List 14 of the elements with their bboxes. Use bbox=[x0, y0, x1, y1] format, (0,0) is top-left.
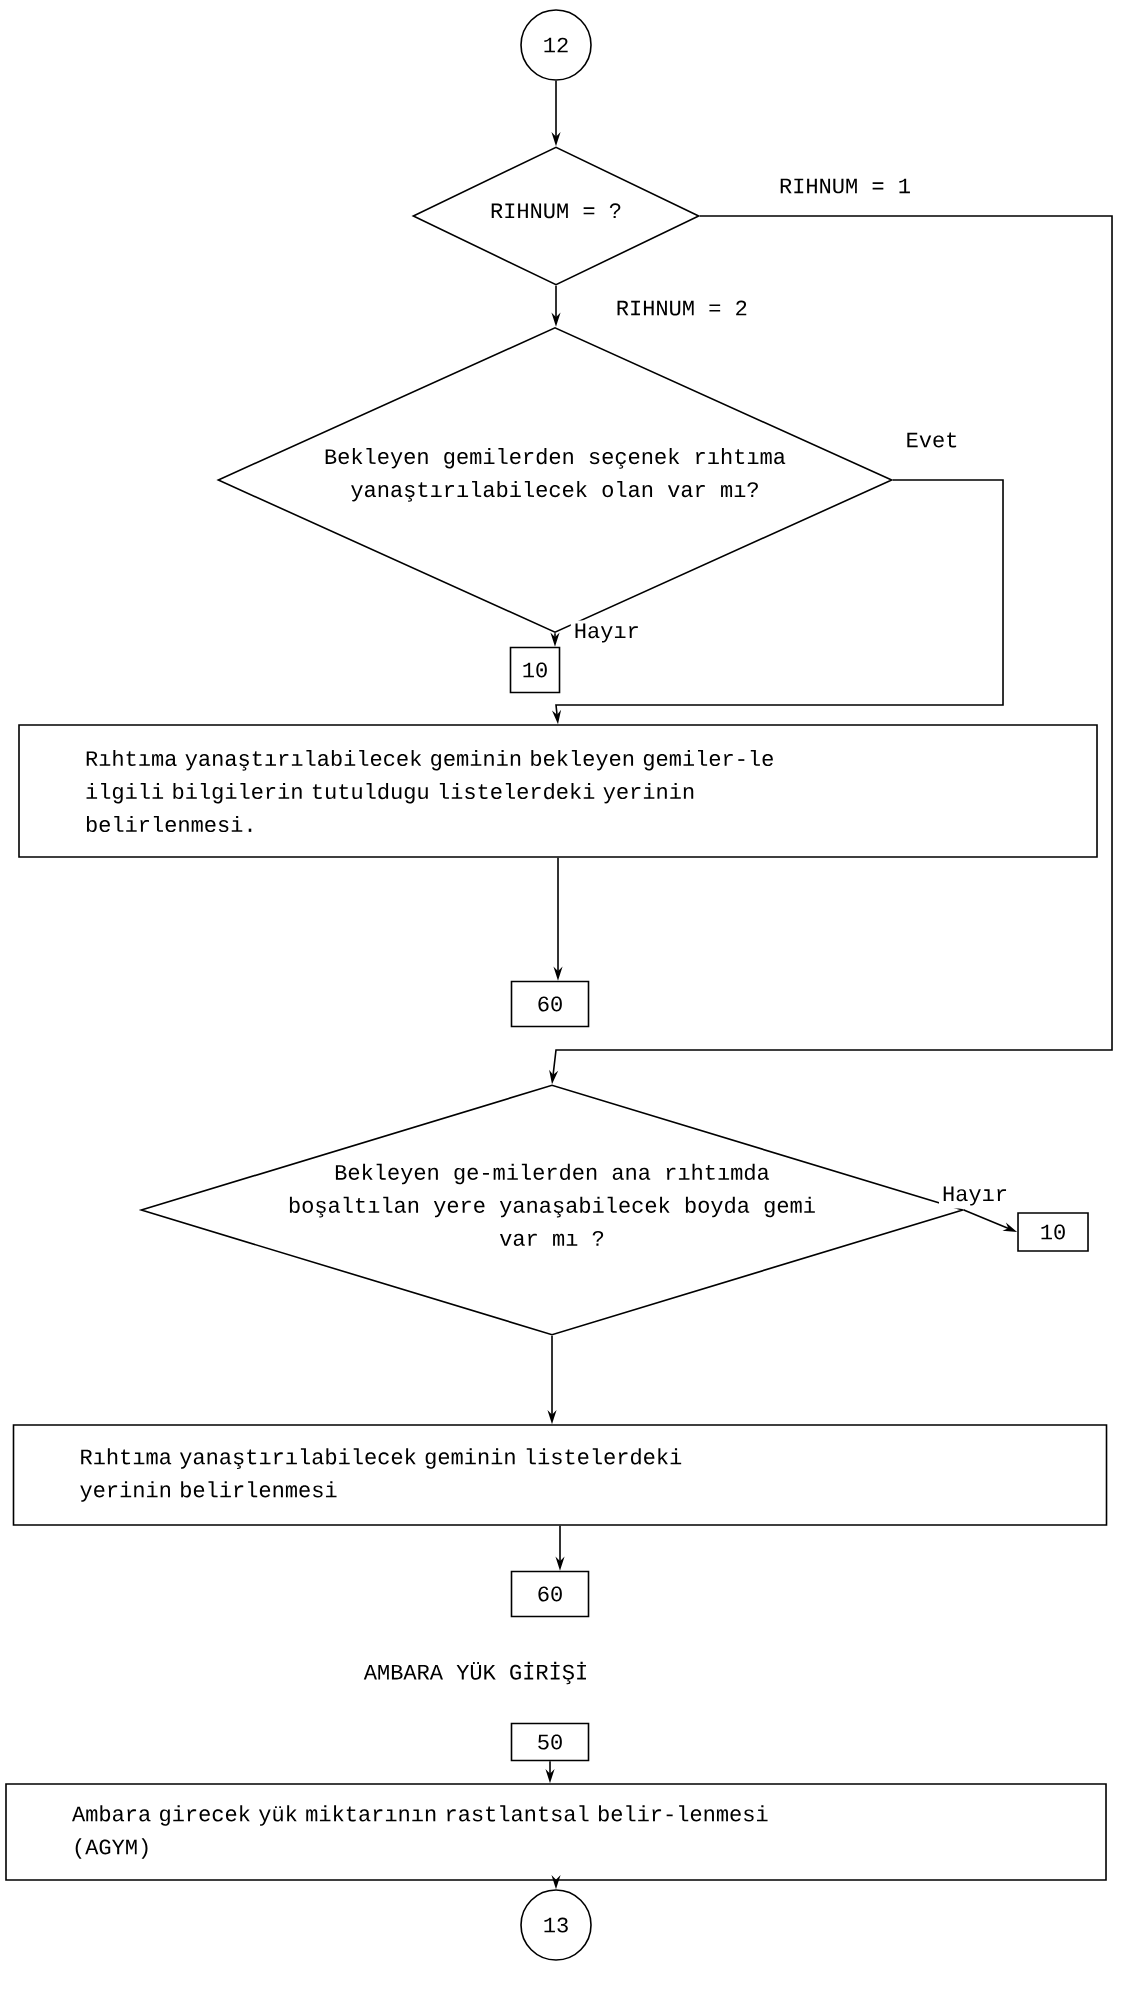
reference-box: 10 bbox=[1017, 1212, 1089, 1252]
section-heading: AMBARA YÜK GİRİŞİ bbox=[363, 1661, 586, 1685]
reference-box: 10 bbox=[509, 646, 561, 694]
reference-box: 60 bbox=[510, 980, 590, 1028]
edge-label: Evet bbox=[902, 429, 962, 451]
reference-box: 60 bbox=[510, 1570, 590, 1618]
edge-label: Hayır bbox=[570, 620, 643, 646]
process-box: Ambara girecek yük miktarının rastlantsal belir-lenmesi (AGYM) bbox=[5, 1783, 1107, 1881]
reference-box: 50 bbox=[510, 1722, 590, 1762]
edge-label: Hayır bbox=[939, 1183, 1011, 1209]
edge-label: RIHNUM = 1 bbox=[776, 175, 914, 197]
process-box: Rıhtıma yanaştırılabilecek geminin listelerdeki yerinin belirlenmesi bbox=[12, 1424, 1108, 1526]
process-box: Rıhtıma yanaştırılabilecek geminin bekleyen gemiler-le ilgili bilgilerin tutuldugu listelerdeki yerinin belirlenmesi. bbox=[18, 724, 1098, 858]
edge-label: RIHNUM = 2 bbox=[612, 297, 751, 319]
